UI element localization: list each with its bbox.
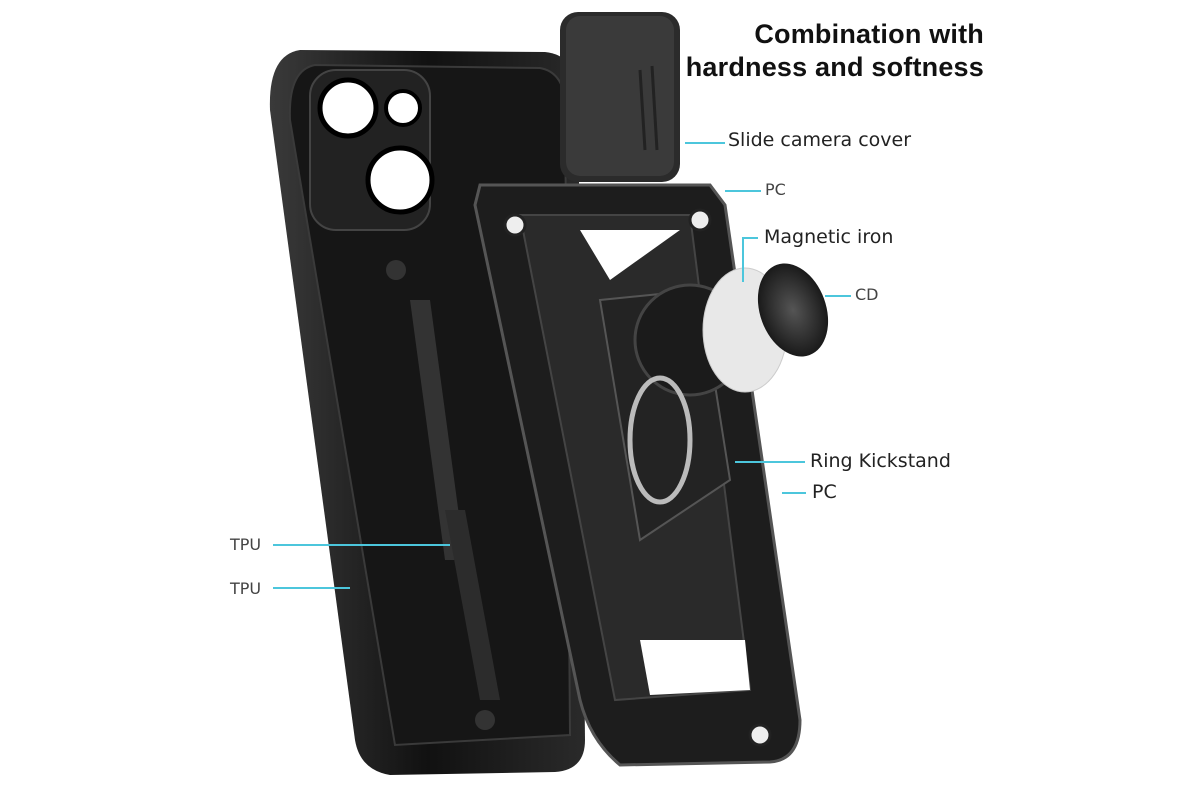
label-tpu-lower: TPU [230, 579, 262, 598]
label-tpu-upper: TPU [230, 535, 262, 554]
leader-line [725, 190, 761, 192]
headline-line-2: hardness and softness [685, 52, 984, 82]
leader-line [273, 544, 450, 546]
label-pc-top: PC [765, 180, 786, 199]
headline-line-1: Combination with [754, 19, 984, 49]
leader-line [685, 142, 725, 144]
label-slide-camera-cover: Slide camera cover [728, 129, 912, 151]
leader-line [782, 492, 806, 494]
leader-line [742, 237, 744, 282]
cd-disc [757, 263, 829, 357]
label-cd: CD [855, 285, 879, 304]
label-magnetic-iron: Magnetic iron [764, 226, 894, 248]
leader-line [742, 237, 758, 239]
leader-line [735, 461, 805, 463]
leader-line [825, 295, 851, 297]
leader-line [273, 587, 350, 589]
headline: Combination with hardness and softness [686, 18, 984, 84]
label-ring-kickstand: Ring Kickstand [810, 450, 951, 472]
label-pc-bottom: PC [812, 481, 837, 503]
slide-camera-cover [560, 12, 680, 182]
